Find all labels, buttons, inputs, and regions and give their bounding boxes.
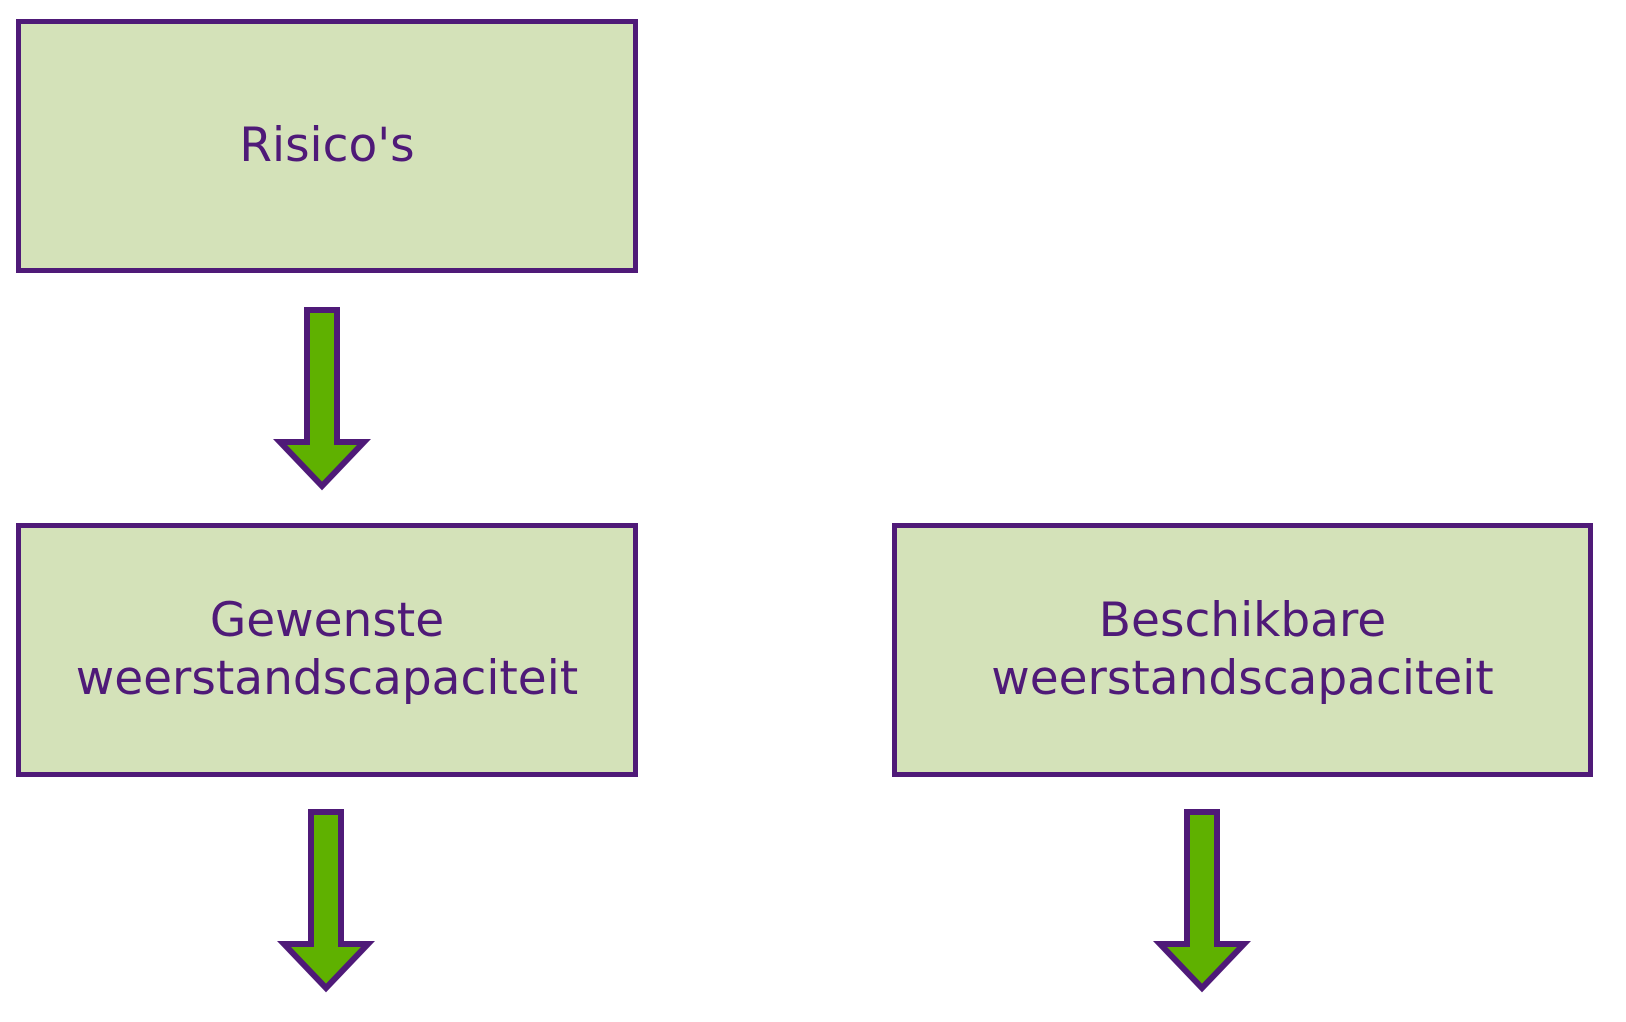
box-label-line: weerstandscapaciteit — [991, 651, 1494, 706]
box-beschikbare-weerstandscapaciteit: Beschikbare weerstandscapaciteit — [892, 523, 1593, 777]
box-gewenste-weerstandscapaciteit: Gewenste weerstandscapaciteit — [16, 523, 638, 777]
box-label: Risico's — [229, 117, 424, 175]
down-arrow-icon — [272, 306, 372, 492]
box-label: Gewenste weerstandscapaciteit — [66, 592, 588, 708]
box-label-line: weerstandscapaciteit — [75, 651, 579, 706]
down-arrow-icon — [1152, 808, 1252, 994]
box-risicos: Risico's — [16, 19, 638, 273]
box-label: Beschikbare weerstandscapaciteit — [981, 592, 1503, 708]
box-label-line: Beschikbare — [1098, 593, 1387, 648]
box-label-line: Risico's — [239, 118, 415, 173]
down-arrow-icon — [276, 808, 376, 994]
box-label-line: Gewenste — [209, 593, 445, 648]
